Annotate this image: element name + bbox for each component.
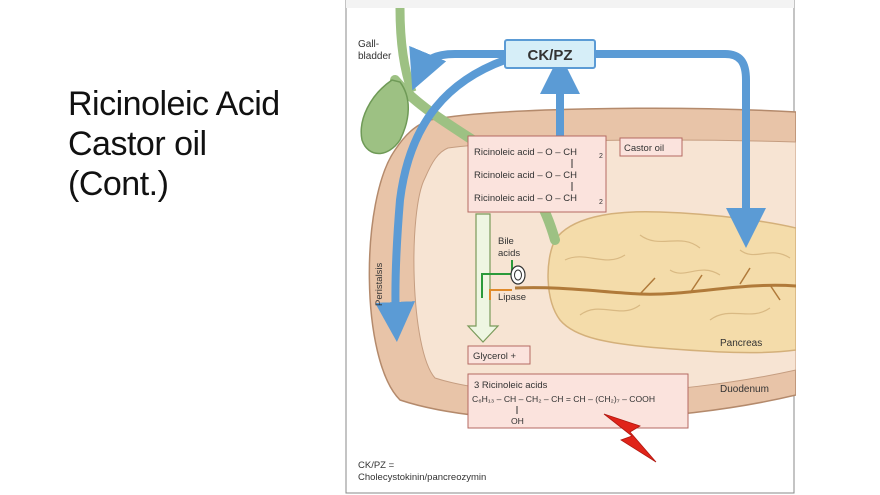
legend-line-1: CK/PZ = bbox=[358, 460, 395, 471]
lipase-path bbox=[489, 289, 512, 300]
castor-oil-diagram: CK/PZ Gall- bladder Ricinoleic acid – O … bbox=[340, 0, 796, 495]
ricinoleic-acids-box bbox=[467, 373, 689, 429]
ckpz-box bbox=[504, 39, 596, 69]
triglyceride-row-1-sub: 2 bbox=[599, 153, 603, 160]
bile-acids-label-2: acids bbox=[498, 248, 520, 259]
hydroxyl-label: OH bbox=[511, 416, 524, 426]
triglyceride-row-3-sub: 2 bbox=[599, 199, 603, 206]
pancreas bbox=[547, 210, 796, 354]
triglyceride-box bbox=[467, 135, 607, 213]
ckpz-label: CK/PZ bbox=[528, 47, 573, 64]
gallbladder-label-1: Gall- bbox=[358, 39, 379, 50]
bile-acids-label-1: Bile bbox=[498, 236, 514, 247]
lipase-enzyme-icon bbox=[510, 265, 526, 285]
gallbladder-label-2: bladder bbox=[358, 51, 392, 62]
castor-oil-tag bbox=[619, 137, 683, 157]
duodenum-label: Duodenum bbox=[720, 384, 769, 395]
peristalsis-label: Peristalsis bbox=[374, 262, 385, 306]
ckpz-to-gallbladder-arrow bbox=[409, 45, 505, 91]
pancreatic-duct-branches bbox=[639, 267, 781, 301]
peristalsis-arrow bbox=[375, 56, 507, 342]
pancreas-texture bbox=[564, 234, 791, 321]
figure-top-strip bbox=[346, 0, 794, 8]
glycerol-box bbox=[467, 345, 531, 365]
diagram-svg: CK/PZ Gall- bladder Ricinoleic acid – O … bbox=[345, 0, 796, 494]
castor-oil-label: Castor oil bbox=[624, 143, 664, 154]
ricinoleic-acid-formula: C₆H₁₃ – CH – CH₂ – CH = CH – (CH₂)₇ – CO… bbox=[472, 394, 655, 404]
title-line-1: Ricinoleic Acid bbox=[68, 85, 280, 123]
slide-title: Ricinoleic Acid Castor oil (Cont.) bbox=[68, 84, 280, 204]
bile-acid-path bbox=[481, 260, 513, 298]
ricinoleic-acids-title: 3 Ricinoleic acids bbox=[474, 380, 548, 391]
title-line-2: Castor oil bbox=[68, 125, 207, 163]
legend-line-2: Cholecystokinin/pancreozymin bbox=[358, 472, 486, 483]
lipase-label: Lipase bbox=[498, 292, 526, 303]
gallbladder bbox=[360, 79, 409, 155]
title-line-3: (Cont.) bbox=[68, 165, 169, 203]
triglyceride-row-3: Ricinoleic acid – O – CH bbox=[474, 193, 577, 204]
glycerol-label: Glycerol + bbox=[473, 351, 516, 362]
triglyceride-row-1: Ricinoleic acid – O – CH bbox=[474, 147, 577, 158]
ckpz-to-pancreas-arrow bbox=[595, 50, 766, 248]
pancreas-label: Pancreas bbox=[720, 338, 762, 349]
triglyceride-row-2: Ricinoleic acid – O – CH bbox=[474, 170, 577, 181]
lightning-bolt-icon bbox=[603, 413, 657, 463]
